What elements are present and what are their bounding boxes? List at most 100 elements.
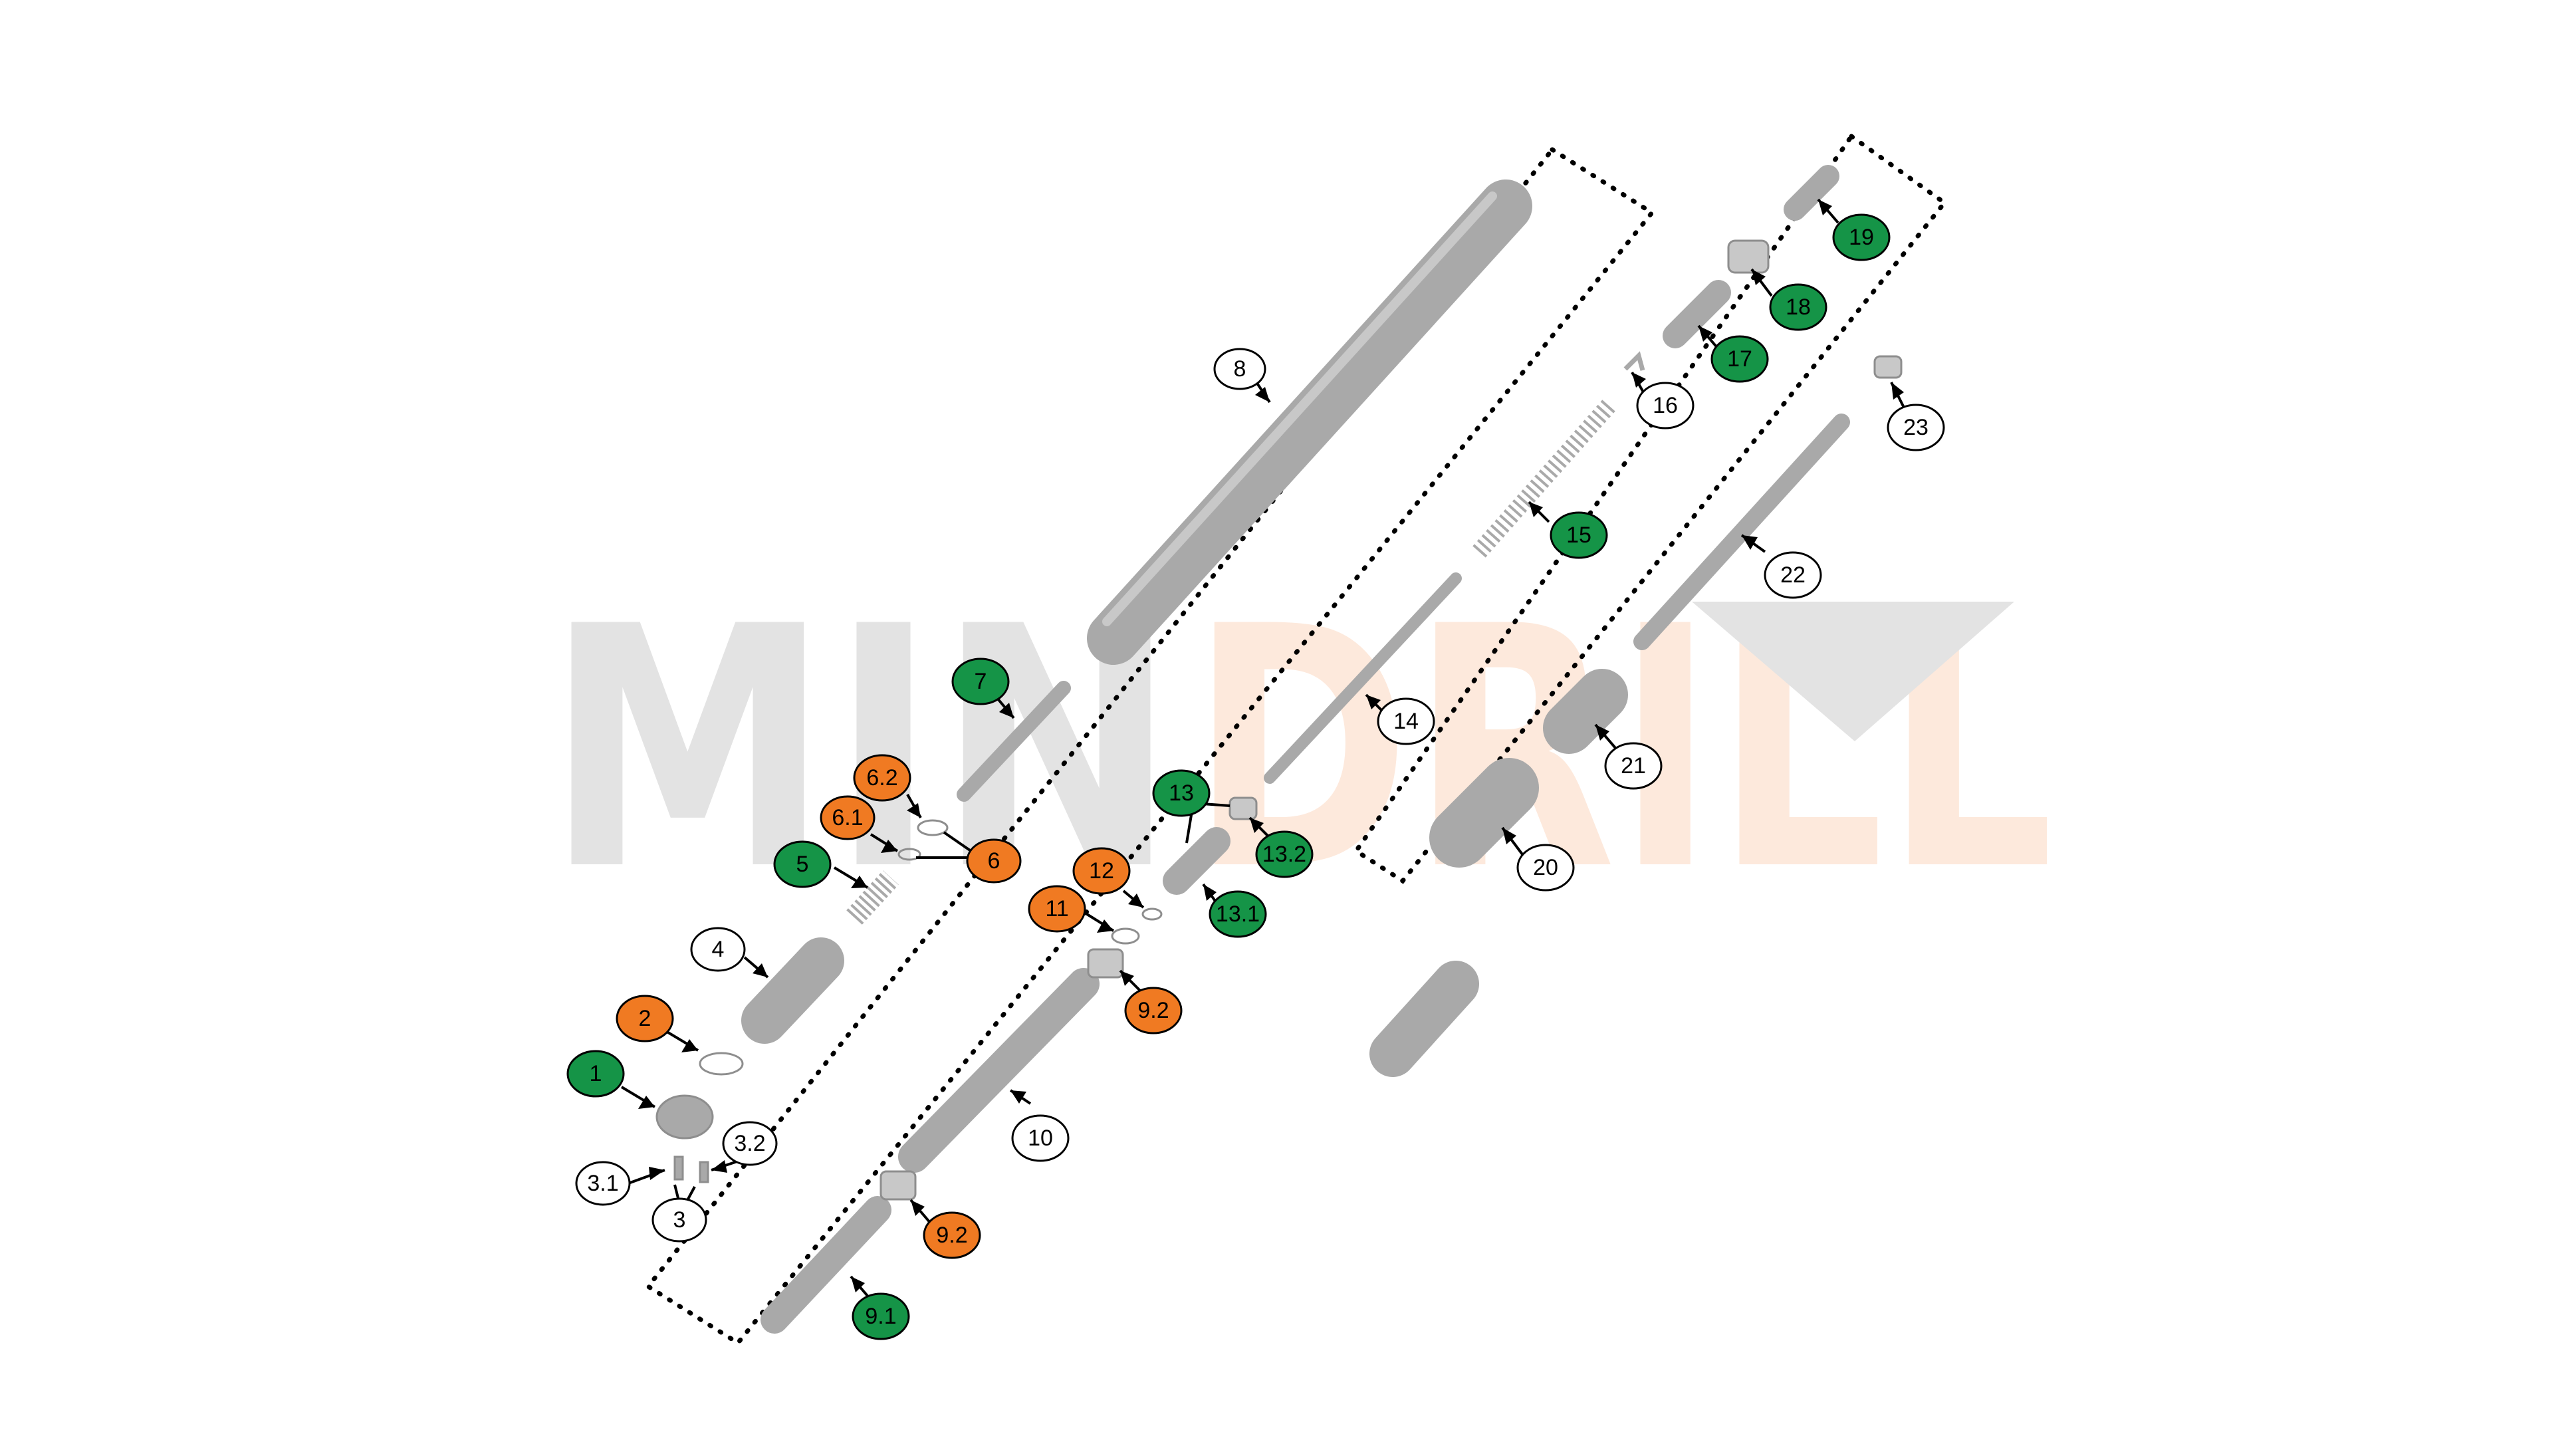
part-bit-head — [1369, 961, 1479, 1077]
callout-bubble — [575, 1161, 631, 1206]
callout-6-1: 6.1 — [820, 795, 876, 840]
callout-6: 6 — [966, 838, 1022, 884]
callout-18: 18 — [1769, 283, 1827, 331]
callout-label: 15 — [1566, 523, 1591, 548]
callout-label: 19 — [1849, 225, 1874, 250]
callout-13-1: 13.1 — [1209, 890, 1267, 938]
callout-label: 20 — [1533, 855, 1558, 880]
part-7-rod — [957, 681, 1071, 802]
callout-bubble — [1710, 335, 1769, 383]
callout-label: 21 — [1621, 753, 1646, 779]
callout-5: 5 — [773, 840, 832, 888]
callout-9-2-lower: 9.2 — [923, 1211, 981, 1259]
callout-11: 11 — [1028, 885, 1086, 933]
group-outlines — [644, 133, 1948, 1346]
callout-label: 2 — [639, 1006, 651, 1031]
callout-label: 7 — [975, 669, 987, 694]
callout-label: 6.2 — [866, 765, 897, 790]
part-17-sleeve — [1663, 280, 1731, 348]
parts — [655, 165, 1903, 1334]
callout-bubble — [1011, 1114, 1070, 1162]
part-9-2-lower-bushing — [879, 1170, 917, 1201]
callout-label: 13 — [1169, 781, 1194, 806]
callout-16: 16 — [1636, 382, 1695, 429]
callout-1: 1 — [566, 1050, 625, 1098]
part-6-1-ring — [897, 848, 921, 861]
part-23-cap — [1873, 355, 1903, 379]
callout-bubble — [1516, 844, 1575, 892]
callout-3-1: 3.1 — [575, 1161, 631, 1206]
part-22-rod — [1633, 414, 1850, 650]
part-21-housing — [1543, 669, 1628, 754]
callout-bubble — [1213, 348, 1266, 390]
callout-15: 15 — [1550, 511, 1608, 559]
callout-bubble — [1769, 283, 1827, 331]
callout-bubble — [690, 927, 746, 972]
callout-bubble — [1604, 742, 1663, 790]
part-20-housing — [1429, 758, 1539, 868]
callout-label: 6 — [988, 848, 1000, 874]
callout-bubble — [820, 795, 876, 840]
callout-bubble — [1124, 987, 1183, 1034]
callout-23: 23 — [1887, 404, 1945, 451]
callout-label: 10 — [1028, 1126, 1053, 1151]
part-16-clip — [1623, 351, 1645, 371]
part-18-bushing — [1727, 239, 1770, 274]
callout-bubble — [1209, 890, 1267, 938]
callout-9-1: 9.1 — [852, 1292, 910, 1340]
callout-22: 22 — [1764, 551, 1822, 599]
callout-bubble — [923, 1211, 981, 1259]
part-9-1-shaft — [761, 1196, 891, 1334]
callout-2: 2 — [616, 995, 674, 1042]
part-13-2-cap — [1229, 796, 1258, 820]
part-12-ring — [1141, 907, 1163, 921]
callout-bubble — [1028, 885, 1086, 933]
callout-label: 18 — [1786, 295, 1811, 320]
part-13-1-sleeve — [1163, 827, 1230, 895]
callout-13-2: 13.2 — [1255, 830, 1314, 878]
callout-label: 1 — [590, 1061, 602, 1086]
callout-label: 13.1 — [1216, 902, 1260, 927]
part-14-shaft — [1264, 572, 1462, 784]
callout-19: 19 — [1832, 213, 1891, 261]
callout-3-2: 3.2 — [722, 1121, 778, 1166]
callout-label: 3.1 — [587, 1171, 618, 1196]
callout-bubble — [1764, 551, 1822, 599]
watermark-triangle — [1692, 602, 2014, 741]
callout-7: 7 — [951, 658, 1010, 705]
callout-label: 13.2 — [1262, 842, 1306, 867]
part-3-2-pin — [699, 1161, 709, 1183]
callout-4: 4 — [690, 927, 746, 972]
callout-label: 3 — [673, 1207, 686, 1233]
callout-bubble — [853, 754, 911, 802]
callout-9-2-upper: 9.2 — [1124, 987, 1183, 1034]
callout-8: 8 — [1213, 348, 1266, 390]
part-3-1-pin — [673, 1155, 684, 1181]
callout-label: 14 — [1393, 709, 1419, 734]
part-11-ring — [1111, 927, 1140, 945]
callout-label: 16 — [1653, 393, 1678, 418]
callout-bubble — [566, 1050, 625, 1098]
part-4-body — [741, 937, 844, 1044]
part-19-sleeve — [1784, 165, 1839, 221]
callout-label: 11 — [1045, 896, 1068, 921]
part-6-2-ring — [917, 819, 949, 836]
callout-label: 9.2 — [1137, 998, 1169, 1023]
callout-bubble — [1636, 382, 1695, 429]
callout-bubble — [951, 658, 1010, 705]
callout-3: 3 — [651, 1197, 707, 1243]
callout-label: 8 — [1234, 356, 1246, 382]
callout-label: 23 — [1903, 415, 1929, 440]
part-2-ring — [699, 1052, 744, 1076]
leader-arrows — [620, 198, 1906, 1301]
callout-bubble — [722, 1121, 778, 1166]
callout-label: 3.2 — [734, 1131, 765, 1156]
callout-label: 12 — [1089, 858, 1114, 884]
callout-bubble — [1550, 511, 1608, 559]
callouts: 1 2 3 3.1 3.2 4 5 6 6.1 6.2 7 8 9.1 9.2 … — [566, 213, 1945, 1340]
callout-21: 21 — [1604, 742, 1663, 790]
callout-bubble — [1255, 830, 1314, 878]
callout-13: 13 — [1152, 769, 1211, 817]
callout-12: 12 — [1072, 847, 1131, 895]
